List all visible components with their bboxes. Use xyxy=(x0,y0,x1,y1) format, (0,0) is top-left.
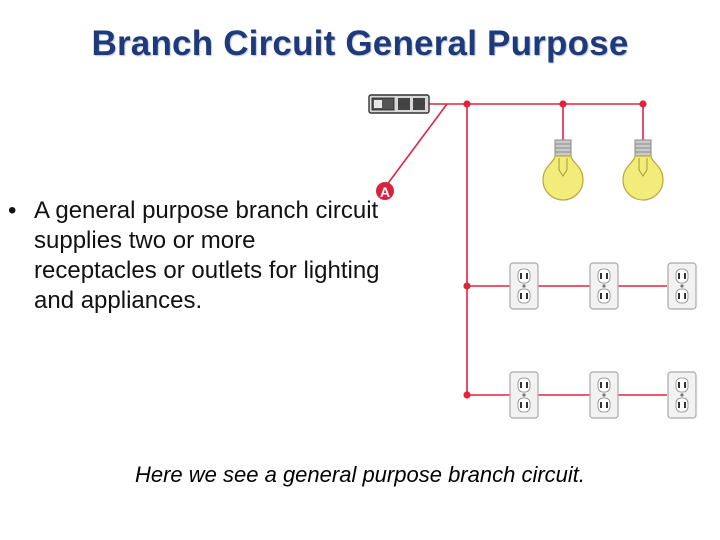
duplex-receptacle-icon xyxy=(667,371,697,419)
callout-a-marker: A xyxy=(376,182,394,200)
callout-label: A xyxy=(380,184,390,200)
bullet-marker: • xyxy=(8,197,17,224)
slide-caption: Here we see a general purpose branch cir… xyxy=(134,462,586,487)
duplex-receptacle-icon xyxy=(509,371,539,419)
light-bulb-icon xyxy=(542,139,584,201)
duplex-receptacle-icon xyxy=(509,262,539,310)
wiring xyxy=(385,103,667,396)
duplex-receptacle-icon xyxy=(667,262,697,310)
junction-dots xyxy=(463,100,647,399)
breaker-panel-icon xyxy=(368,94,430,114)
light-bulb-icon xyxy=(622,139,664,201)
callout-leader-line xyxy=(385,103,448,187)
duplex-receptacle-icon xyxy=(589,371,619,419)
duplex-receptacle-icon xyxy=(589,262,619,310)
slide-title: Branch Circuit General Purpose xyxy=(91,24,629,63)
bullet-text: A general purpose branch circuit supplie… xyxy=(34,197,380,314)
bullet-point: • A general purpose branch circuit suppl… xyxy=(8,196,380,316)
